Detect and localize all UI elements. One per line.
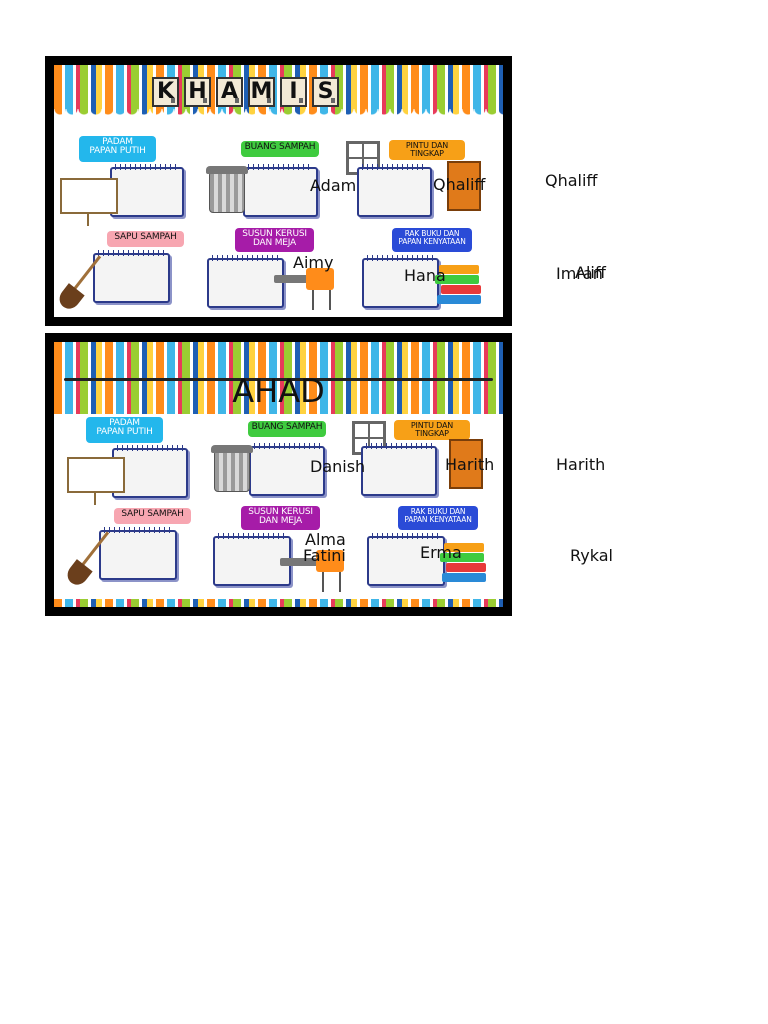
title-tile: K [152,77,179,107]
label-buang-sampah: BUANG SAMPAH [248,421,326,437]
duty-paper-susun [207,255,284,308]
label-susun-kerusi-dan-meja: SUSUN KERUSI DAN MEJA [235,228,314,252]
student-name-alma: Alma [305,530,346,549]
khamis-board: K H A M I S PADAM PAPAN PUTIH BUANG SAMP… [45,56,512,326]
label-rak-buku-dan-papan-kenyataan: RAK BUKU DAN PAPAN KENYATAAN [398,506,478,530]
student-name-harith: Harith [556,455,606,474]
duty-paper-sapu [93,250,170,303]
label-pintu-dan-tingkap: PINTU DAN TINGKAP [394,420,470,440]
broom-head-icon [55,283,85,313]
door-icon [449,439,483,489]
desk-icon [274,275,320,283]
duty-paper-padam [110,164,184,217]
khamis-stripe-banner [54,65,503,121]
books-icon [440,543,490,587]
duty-paper-pintu [361,443,437,496]
student-name-harith: Harith [445,455,495,474]
student-name-adam: Adam [310,176,357,195]
broom-head-icon [63,559,93,589]
label-rak-buku-dan-papan-kenyataan: RAK BUKU DAN PAPAN KENYATAAN [392,228,472,252]
trash-bin-icon [206,166,248,213]
ahad-title: AHAD [232,372,325,410]
student-name-erma: Erma [420,543,462,562]
duty-paper-pintu [357,164,432,217]
banner-rope [64,378,493,381]
chair-leg [322,572,324,592]
student-name-aimy: Aimy [293,253,334,272]
trash-bin-icon [211,445,253,492]
desk-icon [280,558,326,566]
duty-paper-buang [243,164,318,217]
title-tile: M [248,77,275,107]
student-name-aliff: Aliff [575,263,606,282]
student-name-fatini: Fatini [303,546,346,565]
duty-paper-buang [249,443,325,496]
student-name-hana: Hana [404,266,446,285]
window-icon [346,141,380,175]
ahad-board: AHAD PADAM PAPAN PUTIH BUANG SAMPAH PINT… [45,333,512,616]
student-name-imran: Imran [556,264,603,283]
chair-icon [316,550,344,572]
door-icon [447,161,481,211]
label-padam-papan-putih: PADAM PAPAN PUTIH [86,417,163,443]
whiteboard-icon [60,178,118,214]
duty-paper-rak [367,533,445,586]
label-buang-sampah: BUANG SAMPAH [241,141,319,157]
whiteboard-leg [87,214,89,226]
chair-leg [339,572,341,592]
title-tile: S [312,77,339,107]
ahad-stripe-bottom [54,599,503,607]
label-susun-kerusi-dan-meja: SUSUN KERUSI DAN MEJA [241,506,320,530]
student-name-rykal: Rykal [570,546,613,565]
label-sapu-sampah: SAPU SAMPAH [107,231,184,247]
student-name-danish: Danish [310,457,366,476]
ahad-board-inner: AHAD PADAM PAPAN PUTIH BUANG SAMPAH PINT… [54,342,503,607]
title-tile: A [216,77,243,107]
whiteboard-icon [67,457,125,493]
label-sapu-sampah: SAPU SAMPAH [114,508,191,524]
duty-paper-sapu [99,527,177,580]
books-icon [435,265,485,309]
chair-leg [329,290,331,310]
student-name-qhaliff: Qhaliff [545,171,598,190]
khamis-board-inner: K H A M I S PADAM PAPAN PUTIH BUANG SAMP… [54,65,503,317]
whiteboard-leg [94,493,96,505]
label-pintu-dan-tingkap: PINTU DAN TINGKAP [389,140,465,160]
label-padam-papan-putih: PADAM PAPAN PUTIH [79,136,156,162]
title-tile: H [184,77,211,107]
student-name-qhaliff: Qhaliff [433,175,486,194]
title-tile: I [280,77,307,107]
khamis-title-tiles: K H A M I S [152,77,339,107]
chair-leg [312,290,314,310]
chair-icon [306,268,334,290]
